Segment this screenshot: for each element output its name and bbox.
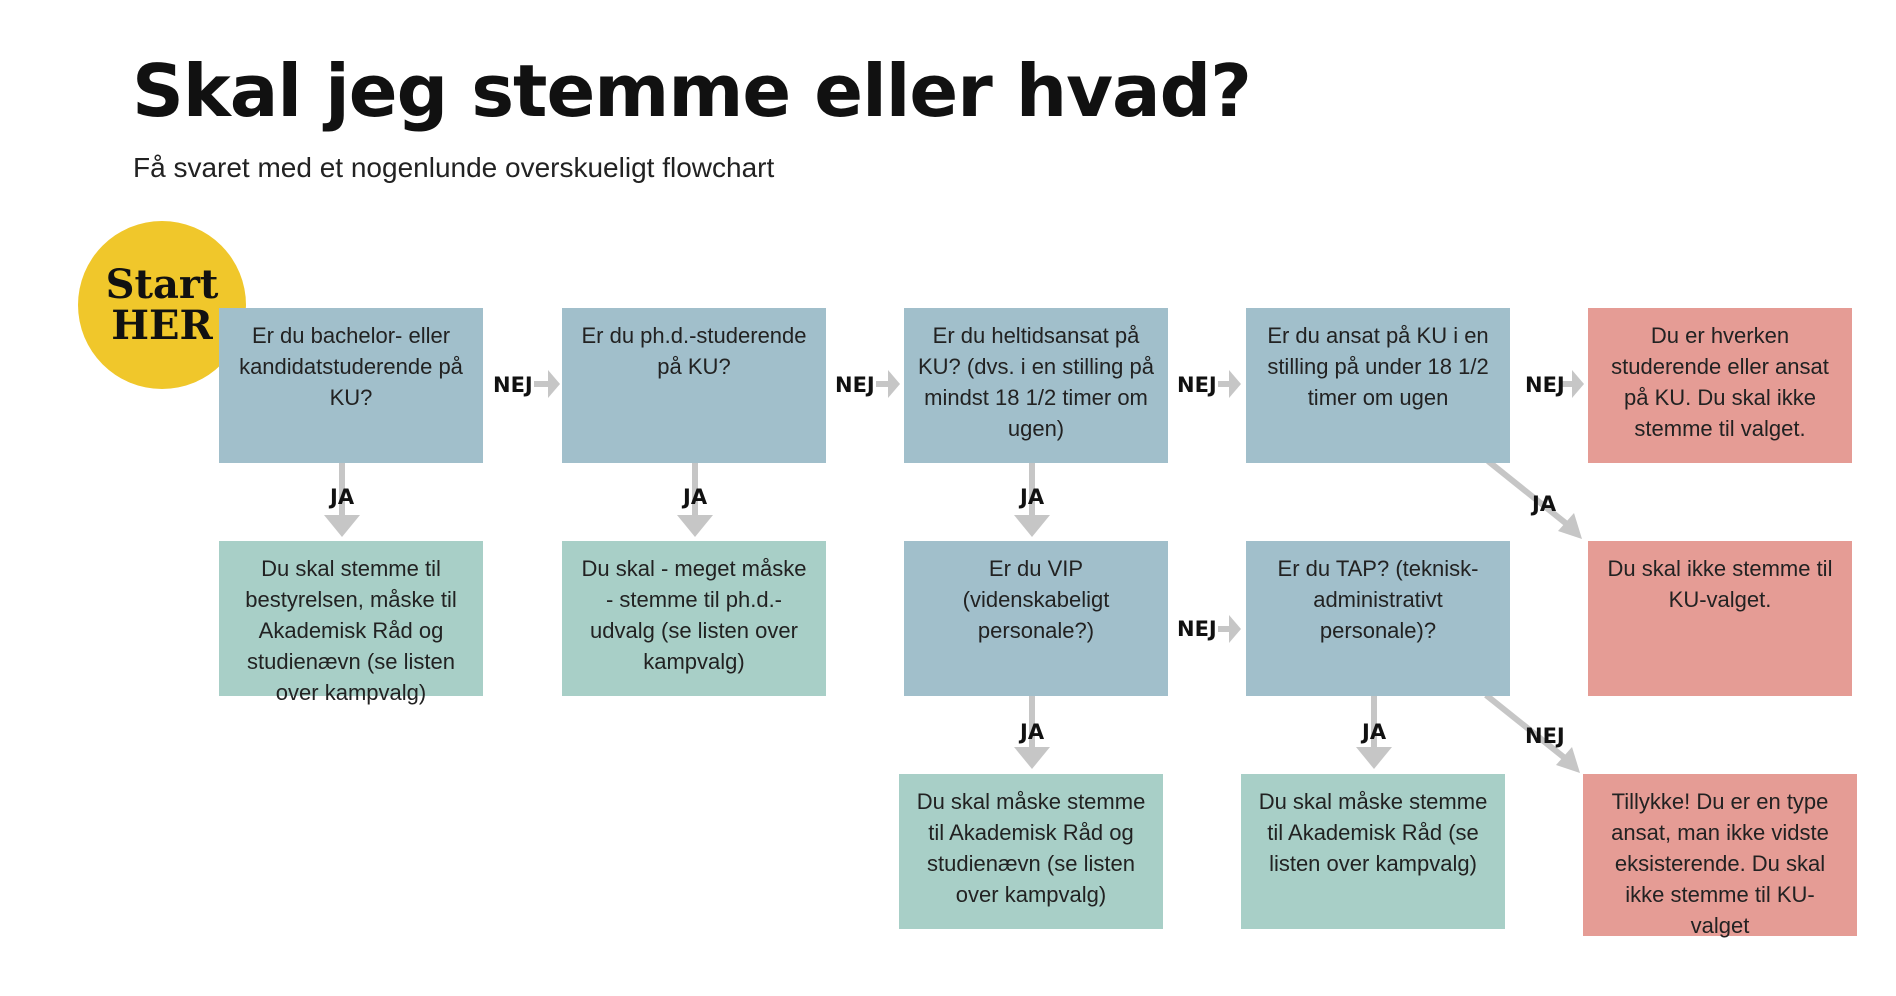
- page-title: Skal jeg stemme eller hvad?: [132, 49, 1252, 133]
- label-yes-q4: JA: [1532, 492, 1557, 516]
- arrow-qtap-runknown: [1484, 692, 1580, 773]
- question-q3-text: Er du heltidsansat på KU? (dvs. i en sti…: [918, 323, 1154, 441]
- label-yes-vip: JA: [1020, 720, 1045, 744]
- result-no-ku-vote-text: Du skal ikke stemme til KU-valget.: [1607, 556, 1833, 612]
- question-tap-box: Er du TAP? (teknisk-administrativt perso…: [1246, 541, 1510, 696]
- result-r2-text: Du skal - meget måske - stemme til ph.d.…: [581, 556, 807, 674]
- label-yes-tap: JA: [1362, 720, 1387, 744]
- label-yes-q2: JA: [683, 485, 708, 509]
- question-q4-box: Er du ansat på KU i en stilling på under…: [1246, 308, 1510, 463]
- arrow-q4-rnot: [1559, 370, 1584, 398]
- result-no-ku-vote-box: Du skal ikke stemme til KU-valget.: [1588, 541, 1852, 696]
- result-vip-text: Du skal måske stemme til Akademisk Råd o…: [916, 789, 1146, 907]
- result-vip-box: Du skal måske stemme til Akademisk Råd o…: [899, 774, 1163, 929]
- label-no-tap: NEJ: [1525, 724, 1565, 748]
- page-subtitle: Få svaret med et nogenlunde overskueligt…: [133, 152, 775, 183]
- arrow-q2-q3: [876, 370, 900, 398]
- arrow-qvip-qtap: [1218, 615, 1241, 643]
- label-yes-q1: JA: [330, 485, 355, 509]
- question-q4-text: Er du ansat på KU i en stilling på under…: [1267, 323, 1489, 410]
- arrow-q3-qvip: [1014, 461, 1050, 537]
- question-tap-text: Er du TAP? (teknisk-administrativt perso…: [1277, 556, 1479, 643]
- start-label-line2: HER: [111, 302, 213, 349]
- question-q1-text: Er du bachelor- eller kandidatstuderende…: [239, 323, 463, 410]
- question-q2-box: Er du ph.d.-studerende på KU?: [562, 308, 826, 463]
- result-r1-text: Du skal stemme til bestyrelsen, måske ti…: [245, 556, 457, 705]
- label-no-q1: NEJ: [493, 373, 533, 397]
- arrow-qvip-rvip: [1014, 693, 1050, 769]
- question-q3-box: Er du heltidsansat på KU? (dvs. i en sti…: [904, 308, 1168, 463]
- label-no-q3: NEJ: [1177, 373, 1217, 397]
- label-yes-q3: JA: [1020, 485, 1045, 509]
- label-no-q4: NEJ: [1525, 373, 1565, 397]
- question-q1-box: Er du bachelor- eller kandidatstuderende…: [219, 308, 483, 463]
- arrow-q4-rnokuvote: [1486, 458, 1582, 539]
- question-vip-box: Er du VIP (videnskabeligt personale?): [904, 541, 1168, 696]
- start-badge: Start HER: [78, 221, 246, 389]
- result-not-student-or-employee-box: Du er hverken studerende eller ansat på …: [1588, 308, 1852, 463]
- question-q2-text: Er du ph.d.-studerende på KU?: [581, 323, 807, 379]
- result-not-student-or-employee-text: Du er hverken studerende eller ansat på …: [1611, 323, 1829, 441]
- arrow-q1-r1: [324, 461, 360, 537]
- arrow-q1-q2: [534, 370, 560, 398]
- arrow-q2-r2: [677, 461, 713, 537]
- question-vip-text: Er du VIP (videnskabeligt personale?): [962, 556, 1110, 643]
- label-no-q2: NEJ: [835, 373, 875, 397]
- arrow-qtap-rtap: [1356, 693, 1392, 769]
- result-tap-text: Du skal måske stemme til Akademisk Råd (…: [1258, 789, 1488, 876]
- start-label-line1: Start: [105, 261, 219, 308]
- label-no-vip: NEJ: [1177, 617, 1217, 641]
- arrow-q3-q4: [1218, 370, 1241, 398]
- result-r1-box: Du skal stemme til bestyrelsen, måske ti…: [219, 541, 483, 705]
- result-unknown-employee-text: Tillykke! Du er en type ansat, man ikke …: [1611, 789, 1829, 938]
- result-tap-box: Du skal måske stemme til Akademisk Råd (…: [1241, 774, 1505, 929]
- result-r2-box: Du skal - meget måske - stemme til ph.d.…: [562, 541, 826, 696]
- result-unknown-employee-box: Tillykke! Du er en type ansat, man ikke …: [1583, 774, 1857, 938]
